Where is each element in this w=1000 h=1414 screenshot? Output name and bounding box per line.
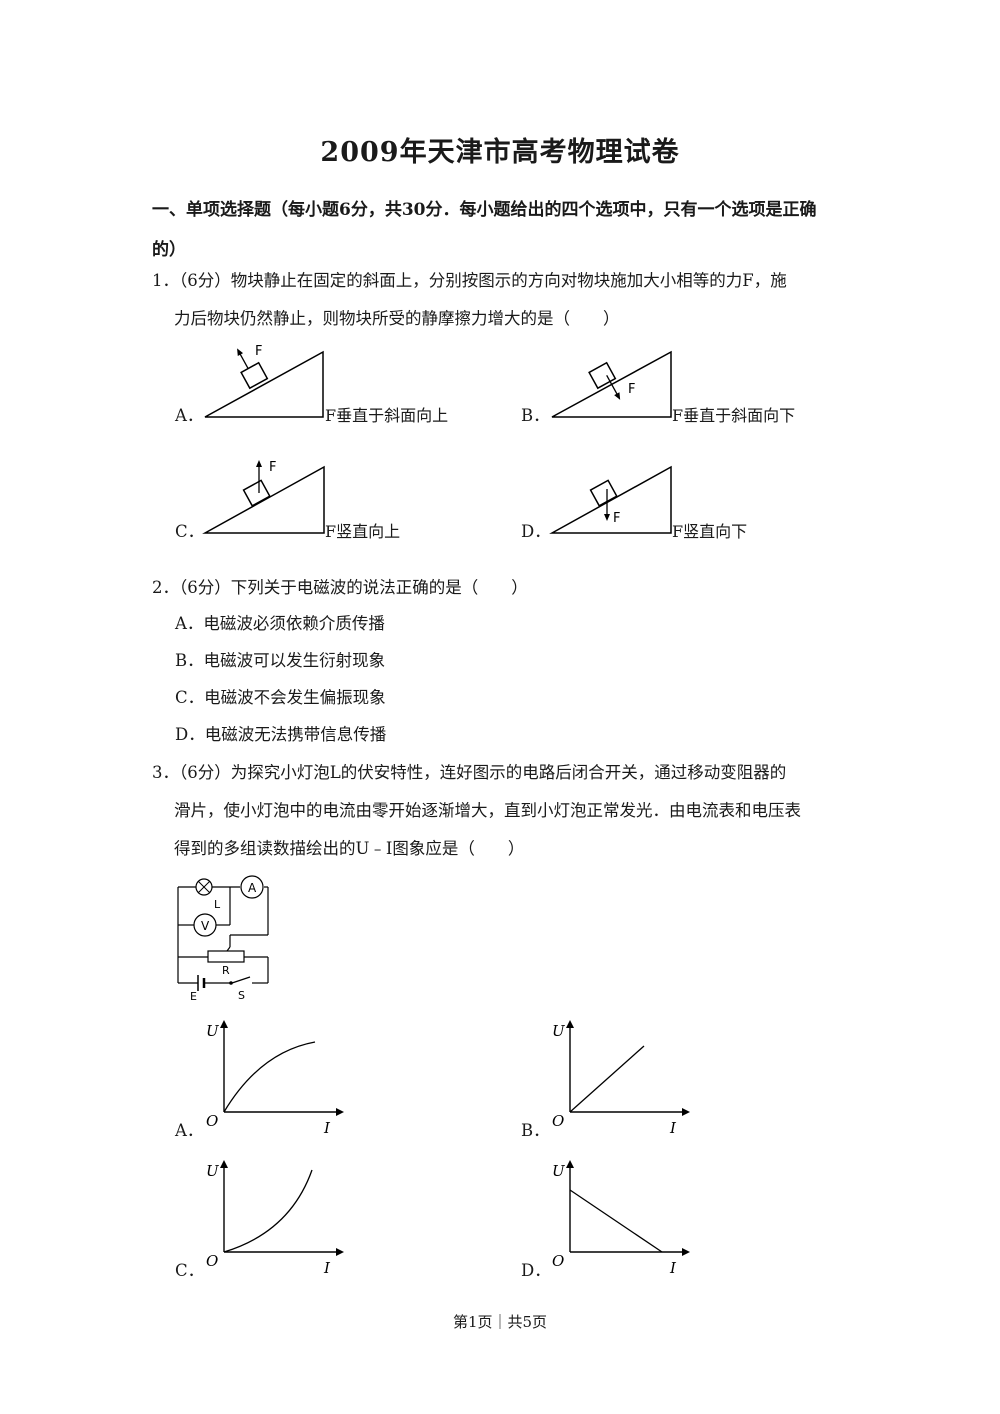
voltmeter-label: V — [201, 919, 210, 933]
ui-graph-b: U I O — [552, 1020, 690, 1137]
question-1-line1: 1．（6分）物块静止在固定的斜面上，分别按图示的方向对物块施加大小相等的力F，施 — [152, 271, 787, 290]
ammeter-icon — [240, 875, 264, 899]
block — [589, 479, 618, 507]
q3-option-d-label: D． — [521, 1261, 551, 1280]
lamp-label: L — [214, 898, 221, 911]
axis-i-label: I — [323, 1259, 331, 1277]
q1-option-b-caption: F垂直于斜面向下 — [672, 406, 796, 425]
block — [242, 479, 271, 507]
q1-option-d-label: D． — [521, 522, 551, 541]
q1-option-d-caption: F竖直向下 — [672, 522, 748, 541]
force-label: F — [269, 460, 276, 475]
circuit-diagram: A V L R E S — [177, 875, 269, 1003]
switch-icon — [229, 981, 233, 985]
q1-option-c-caption: F竖直向上 — [325, 522, 401, 541]
q3-option-a-label: A． — [175, 1121, 204, 1140]
q2-option-d: D．电磁波无法携带信息传播 — [175, 725, 387, 744]
q3-option-c-label: C． — [175, 1261, 205, 1280]
axis-u-label: U — [206, 1022, 220, 1040]
ui-curve-concave — [223, 1041, 316, 1113]
question-2-stem: 2．（6分）下列关于电磁波的说法正确的是（ ） — [152, 578, 528, 597]
q1-option-b-figure: F — [551, 350, 672, 418]
ui-graph-c: U I O — [206, 1160, 344, 1277]
block — [588, 361, 621, 400]
origin-label: O — [206, 1112, 218, 1130]
q1-option-a-label: A． — [175, 406, 204, 425]
battery-label: E — [190, 990, 197, 1003]
force-arrow-icon — [606, 374, 619, 397]
q1-option-a-caption: F垂直于斜面向上 — [325, 406, 449, 425]
q2-option-c: C．电磁波不会发生偏振现象 — [175, 688, 386, 707]
force-label: F — [628, 382, 635, 397]
page-footer: 第1页｜共5页 — [452, 1313, 548, 1331]
voltmeter-icon — [193, 913, 217, 937]
question-3-line2: 滑片，使小灯泡中的电流由零开始逐渐增大，直到小灯泡正常发光．由电流表和电压表 — [174, 801, 801, 820]
ui-line-decreasing — [569, 1189, 663, 1253]
origin-label: O — [552, 1112, 564, 1130]
axis-u-label: U — [552, 1022, 566, 1040]
lamp-icon — [195, 878, 213, 896]
q1-option-d-figure: F — [549, 465, 672, 534]
switch-label: S — [238, 989, 245, 1002]
axis-u-label: U — [552, 1162, 566, 1180]
q1-option-c-label: C． — [175, 522, 205, 541]
q2-option-a: A．电磁波必须依赖介质传播 — [175, 614, 385, 633]
q1-option-c-figure: F — [202, 460, 325, 534]
question-3-stem: 3．（6分）为探究小灯泡L的伏安特性，连好图示的电路后闭合开关，通过移动变阻器的… — [152, 754, 852, 868]
axis-i-label: I — [669, 1259, 677, 1277]
question-3-line3: 得到的多组读数描绘出的U﹣I图象应是（ ） — [174, 839, 525, 858]
incline-triangle — [202, 465, 325, 534]
axis-i-label: I — [323, 1119, 331, 1137]
q3-option-b-label: B． — [521, 1121, 550, 1140]
force-label: F — [255, 344, 262, 359]
ui-graph-a: U I O — [206, 1020, 344, 1137]
page-title: 2009年天津市高考物理试卷 — [320, 137, 680, 168]
section-heading-line2: 的） — [152, 240, 186, 260]
block — [237, 348, 269, 390]
question-1-stem: 1．（6分）物块静止在固定的斜面上，分别按图示的方向对物块施加大小相等的力F，施… — [152, 262, 852, 338]
ui-line-proportional — [569, 1045, 645, 1113]
rheostat-label: R — [222, 964, 230, 977]
question-3-line1: 3．（6分）为探究小灯泡L的伏安特性，连好图示的电路后闭合开关，通过移动变阻器的 — [152, 763, 787, 782]
axis-u-label: U — [206, 1162, 220, 1180]
ammeter-label: A — [248, 881, 257, 895]
q1-option-a-figure: F — [204, 344, 324, 418]
origin-label: O — [552, 1252, 564, 1270]
force-label: F — [613, 511, 620, 526]
ui-graph-d: U I O — [552, 1160, 690, 1277]
ui-curve-convex — [223, 1169, 313, 1253]
incline-triangle — [204, 350, 324, 418]
q2-option-b: B．电磁波可以发生衍射现象 — [175, 651, 386, 670]
section-heading-line1: 一、单项选择题（每小题6分，共30分．每小题给出的四个选项中，只有一个选项是正确 — [152, 200, 817, 220]
q1-option-b-label: B． — [521, 406, 550, 425]
section-heading: 一、单项选择题（每小题6分，共30分．每小题给出的四个选项中，只有一个选项是正确… — [152, 190, 852, 270]
question-2-options: A．电磁波必须依赖介质传播 B．电磁波可以发生衍射现象 C．电磁波不会发生偏振现… — [175, 605, 386, 753]
origin-label: O — [206, 1252, 218, 1270]
force-arrow-icon — [238, 351, 249, 369]
incline-triangle — [549, 465, 672, 534]
question-1-line2: 力后物块仍然静止，则物块所受的静摩擦力增大的是（ ） — [174, 309, 620, 328]
axis-i-label: I — [669, 1119, 677, 1137]
